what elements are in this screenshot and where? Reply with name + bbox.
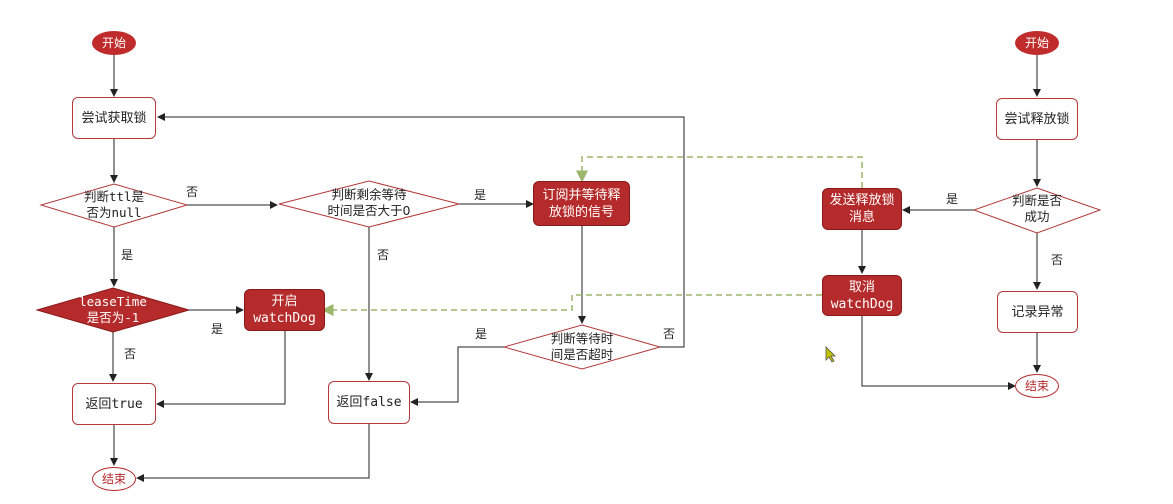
label-lease-no: 否 (124, 347, 137, 361)
subscribe-line1: 订阅并等待释 (542, 187, 621, 203)
return-true-node[interactable]: 返回true (72, 383, 156, 425)
success-text-line1: 判断是否 (1011, 193, 1062, 208)
timeout-text-line2: 间是否超时 (550, 347, 614, 362)
label-lease-yes: 是 (211, 322, 224, 336)
return-false-node[interactable]: 返回false (328, 381, 410, 424)
label-success-yes: 是 (946, 192, 959, 206)
send-release-line2: 消息 (848, 210, 875, 225)
try-release-node[interactable]: 尝试释放锁 (996, 98, 1078, 140)
label-ttl-yes: 是 (121, 248, 134, 262)
label-timeout-no: 否 (663, 327, 676, 341)
label-wait-no: 否 (377, 248, 390, 262)
try-lock-node[interactable]: 尝试获取锁 (72, 97, 156, 139)
right-end-node[interactable]: 结束 (1015, 374, 1059, 398)
ttl-text-line2: 否为null (86, 205, 142, 220)
cursor-icon (825, 346, 836, 363)
label-timeout-yes: 是 (475, 327, 488, 341)
lease-diamond-text: leaseTime 是否为-1 (63, 294, 163, 326)
ttl-text-line1: 判断ttl是 (83, 189, 145, 204)
watchdog-on-node[interactable]: 开启 watchDog (244, 289, 325, 331)
send-release-line1: 发送释放锁 (829, 193, 895, 208)
cancel-watchdog-line2: watchDog (830, 296, 894, 312)
wait-text-line1: 判断剩余等待 (331, 187, 407, 202)
success-diamond-text: 判断是否 成功 (997, 193, 1077, 225)
subscribe-line2: 放锁的信号 (548, 204, 614, 220)
watchdog-on-line1: 开启 (271, 294, 298, 309)
log-error-node[interactable]: 记录异常 (997, 291, 1078, 333)
wait-text-line2: 时间是否大于0 (327, 203, 411, 218)
left-start-node[interactable]: 开始 (92, 31, 136, 55)
lease-text-line2: 是否为-1 (86, 310, 140, 325)
cancel-watchdog-node[interactable]: 取消 watchDog (822, 275, 902, 316)
watchdog-on-line2: watchDog (253, 311, 316, 326)
label-ttl-no: 否 (186, 185, 199, 199)
timeout-diamond (502, 324, 662, 370)
subscribe-node[interactable]: 订阅并等待释 放锁的信号 (533, 181, 630, 226)
success-text-line2: 成功 (1024, 209, 1050, 224)
send-release-node[interactable]: 发送释放锁 消息 (822, 188, 902, 230)
timeout-text-line1: 判断等待时 (550, 331, 614, 346)
left-end-node[interactable]: 结束 (92, 467, 136, 491)
label-wait-yes: 是 (474, 188, 487, 202)
timeout-diamond-text: 判断等待时 间是否超时 (527, 331, 637, 363)
wait-diamond-text: 判断剩余等待 时间是否大于0 (309, 187, 429, 219)
lease-text-line1: leaseTime (79, 294, 147, 309)
right-start-node[interactable]: 开始 (1015, 31, 1059, 55)
ttl-diamond-text: 判断ttl是 否为null (64, 189, 164, 221)
label-success-no: 否 (1051, 253, 1064, 267)
cancel-watchdog-line1: 取消 (848, 279, 875, 295)
dashed-connectors (321, 156, 863, 316)
solid-connectors (109, 55, 1041, 482)
